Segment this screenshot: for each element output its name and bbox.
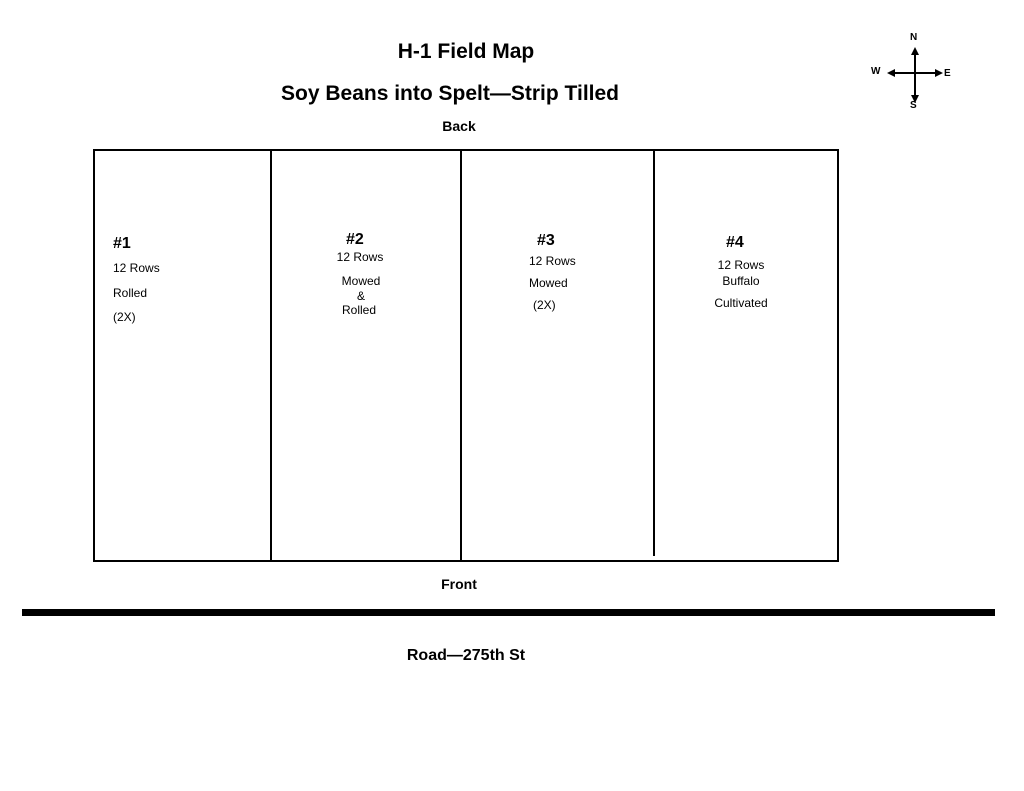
road-line <box>22 609 995 616</box>
strip-treatment: Mowed <box>529 276 568 291</box>
compass-east-label: E <box>944 68 951 79</box>
compass-south-label: S <box>910 100 917 111</box>
strip-rows: 12 Rows <box>113 261 160 275</box>
strip-treatment: (2X) <box>113 309 136 324</box>
compass-north-label: N <box>910 32 918 43</box>
strip-2: #2 12 Rows Mowed & Rolled <box>316 231 406 318</box>
strip-3: #3 12 Rows Mowed (2X) <box>529 232 649 312</box>
strip-treatment: Buffalo <box>722 274 760 289</box>
strip-number: #3 <box>537 232 555 249</box>
strip-rows: 12 Rows <box>717 258 765 272</box>
strip-treatment: Rolled <box>341 303 377 318</box>
strip-4-number: #4 <box>726 234 744 251</box>
strip-divider <box>460 149 462 560</box>
front-label: Front <box>441 576 477 592</box>
field-boundary <box>93 149 839 562</box>
strip-4: 12 Rows Buffalo Cultivated <box>696 258 786 310</box>
road-label: Road—275th St <box>406 647 526 664</box>
strip-treatment: Cultivated <box>714 295 768 310</box>
strip-rows: 12 Rows <box>529 254 576 268</box>
compass-rose: N S E W <box>866 30 956 115</box>
compass-west-label: W <box>871 66 881 77</box>
strip-treatment: Mowed <box>341 274 381 289</box>
strip-treatment: (2X) <box>533 297 556 312</box>
strip-treatment: Rolled <box>113 286 148 301</box>
back-label: Back <box>442 118 476 134</box>
strip-2-number: #2 <box>346 231 364 248</box>
strip-rows: 12 Rows <box>336 250 384 264</box>
strip-1: #1 12 Rows Rolled (2X) <box>113 235 233 324</box>
strip-number: #1 <box>113 235 131 252</box>
strip-divider <box>653 149 655 556</box>
map-title: H-1 Field Map <box>397 40 535 63</box>
compass-arrows-icon <box>887 47 943 103</box>
strip-divider <box>270 149 272 560</box>
map-subtitle: Soy Beans into Spelt—Strip Tilled <box>281 82 619 105</box>
strip-treatment: & <box>356 288 365 303</box>
